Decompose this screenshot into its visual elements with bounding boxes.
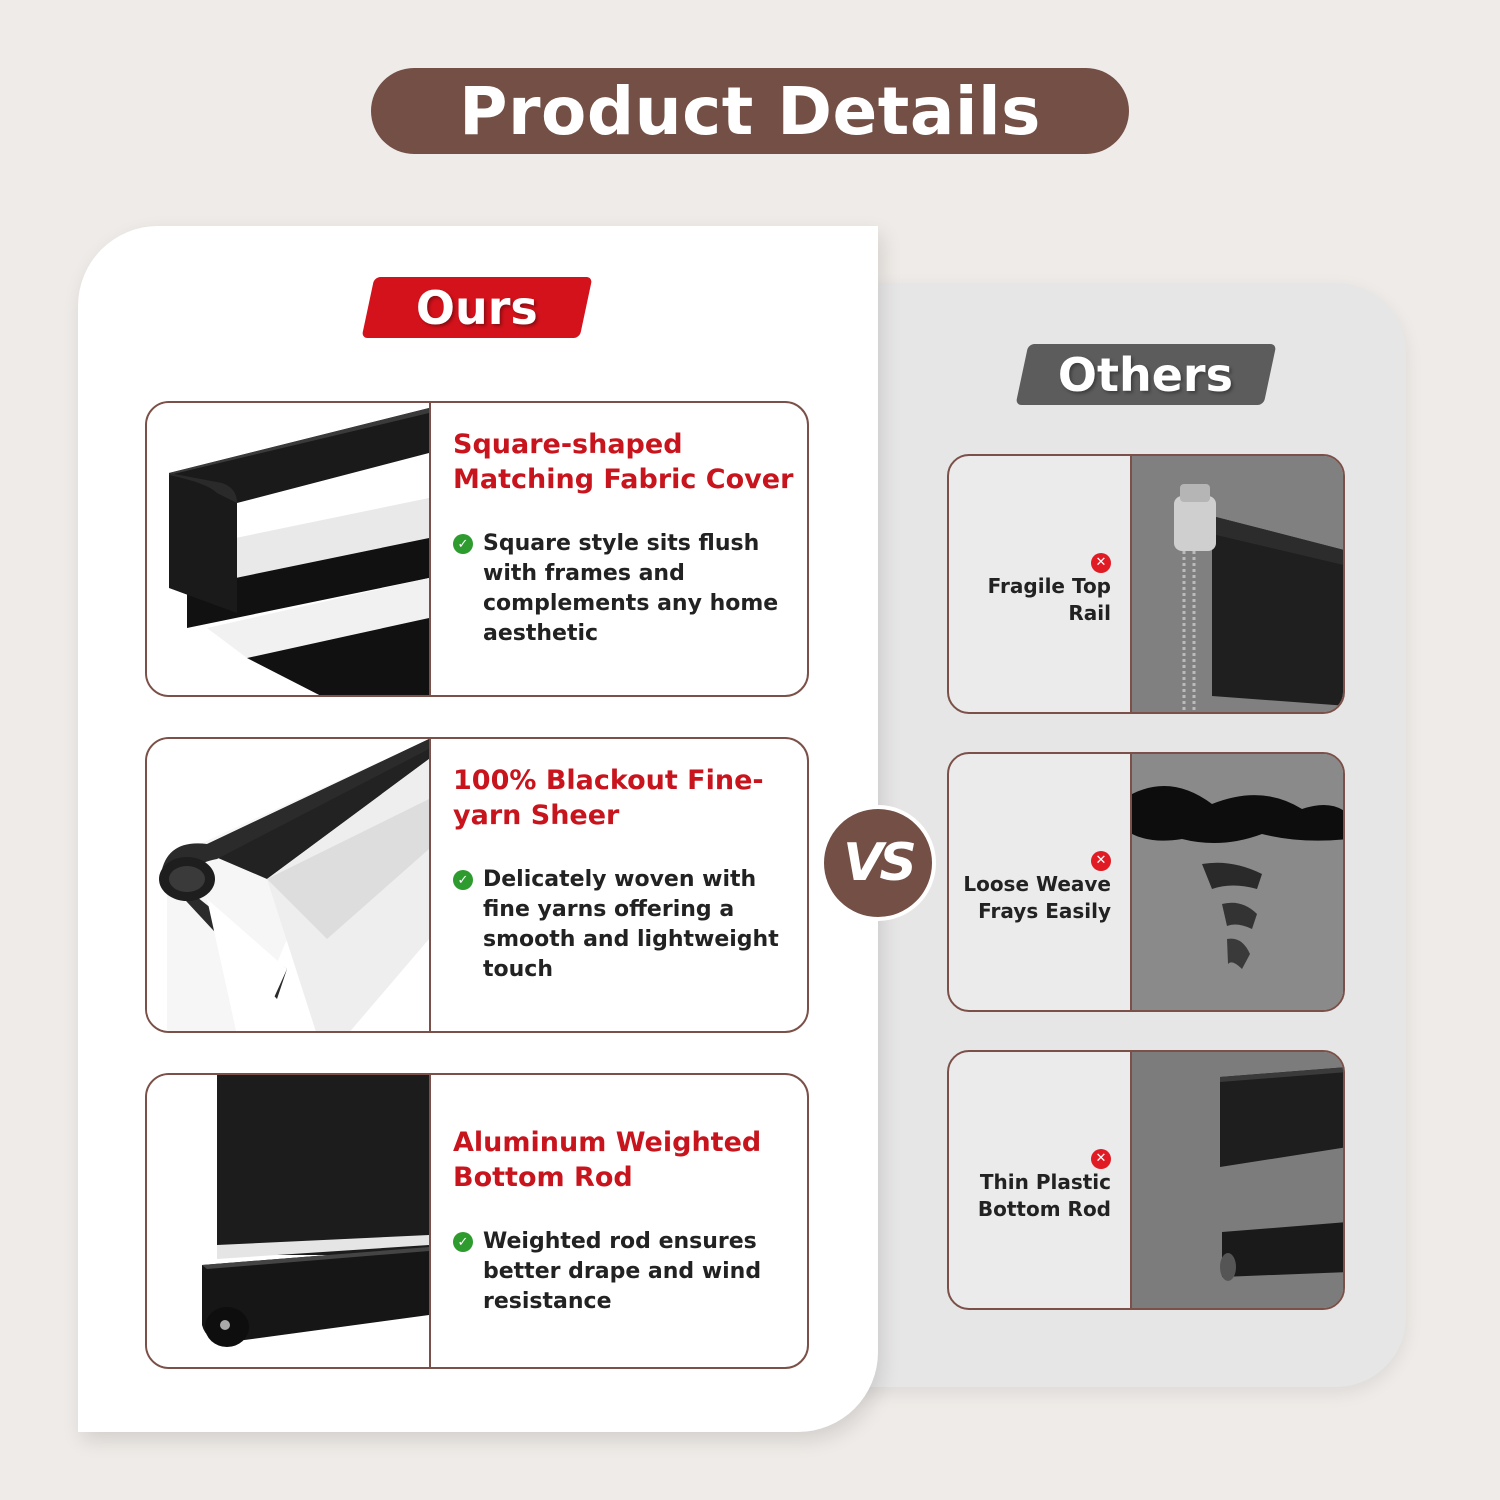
ours-feature-card: Square-shaped Matching Fabric Cover ✓ Sq… — [145, 401, 809, 697]
ours-badge-label: Ours — [416, 280, 538, 335]
check-circle-icon: ✓ — [453, 870, 473, 890]
others-feature-text: ✕ Fragile Top Rail — [949, 546, 1111, 627]
x-circle-icon: ✕ — [1091, 1149, 1111, 1169]
loose-weave-image — [1130, 754, 1343, 1010]
others-feature-label: Fragile Top Rail — [987, 574, 1111, 625]
others-feature-text: ✕ Loose Weave Frays Easily — [949, 844, 1111, 925]
feature-description: Weighted rod ensures better drape and wi… — [483, 1229, 762, 1314]
ours-badge: Ours — [361, 277, 593, 338]
others-feature-label: Thin Plastic Bottom Rod — [977, 1170, 1111, 1221]
others-badge: Others — [1015, 344, 1277, 405]
feature-heading: Aluminum Weighted Bottom Rod — [453, 1127, 762, 1193]
others-feature-card: ✕ Loose Weave Frays Easily — [947, 752, 1345, 1012]
feature-heading: 100% Blackout Fine-yarn Sheer — [453, 765, 764, 831]
fabric-cover-image — [147, 403, 431, 695]
others-feature-card: ✕ Fragile Top Rail — [947, 454, 1345, 714]
fragile-top-rail-image — [1130, 456, 1343, 712]
others-feature-text: ✕ Thin Plastic Bottom Rod — [949, 1142, 1111, 1223]
feature-description: Delicately woven with fine yarns offerin… — [483, 867, 779, 982]
bottom-rod-image — [147, 1075, 431, 1367]
others-feature-card: ✕ Thin Plastic Bottom Rod — [947, 1050, 1345, 1310]
check-circle-icon: ✓ — [453, 1232, 473, 1252]
page-title: Product Details — [371, 68, 1129, 154]
ours-feature-card: Aluminum Weighted Bottom Rod ✓ Weighted … — [145, 1073, 809, 1369]
feature-description: Square style sits flush with frames and … — [483, 531, 779, 646]
others-feature-label: Loose Weave Frays Easily — [963, 872, 1111, 923]
thin-plastic-rod-image — [1130, 1052, 1343, 1308]
x-circle-icon: ✕ — [1091, 851, 1111, 871]
feature-heading: Square-shaped Matching Fabric Cover — [453, 429, 794, 495]
ours-feature-card: 100% Blackout Fine-yarn Sheer ✓ Delicate… — [145, 737, 809, 1033]
x-circle-icon: ✕ — [1091, 553, 1111, 573]
check-circle-icon: ✓ — [453, 534, 473, 554]
sheer-fabric-image — [147, 739, 431, 1031]
others-badge-label: Others — [1058, 347, 1234, 402]
vs-badge: VS — [820, 805, 936, 921]
